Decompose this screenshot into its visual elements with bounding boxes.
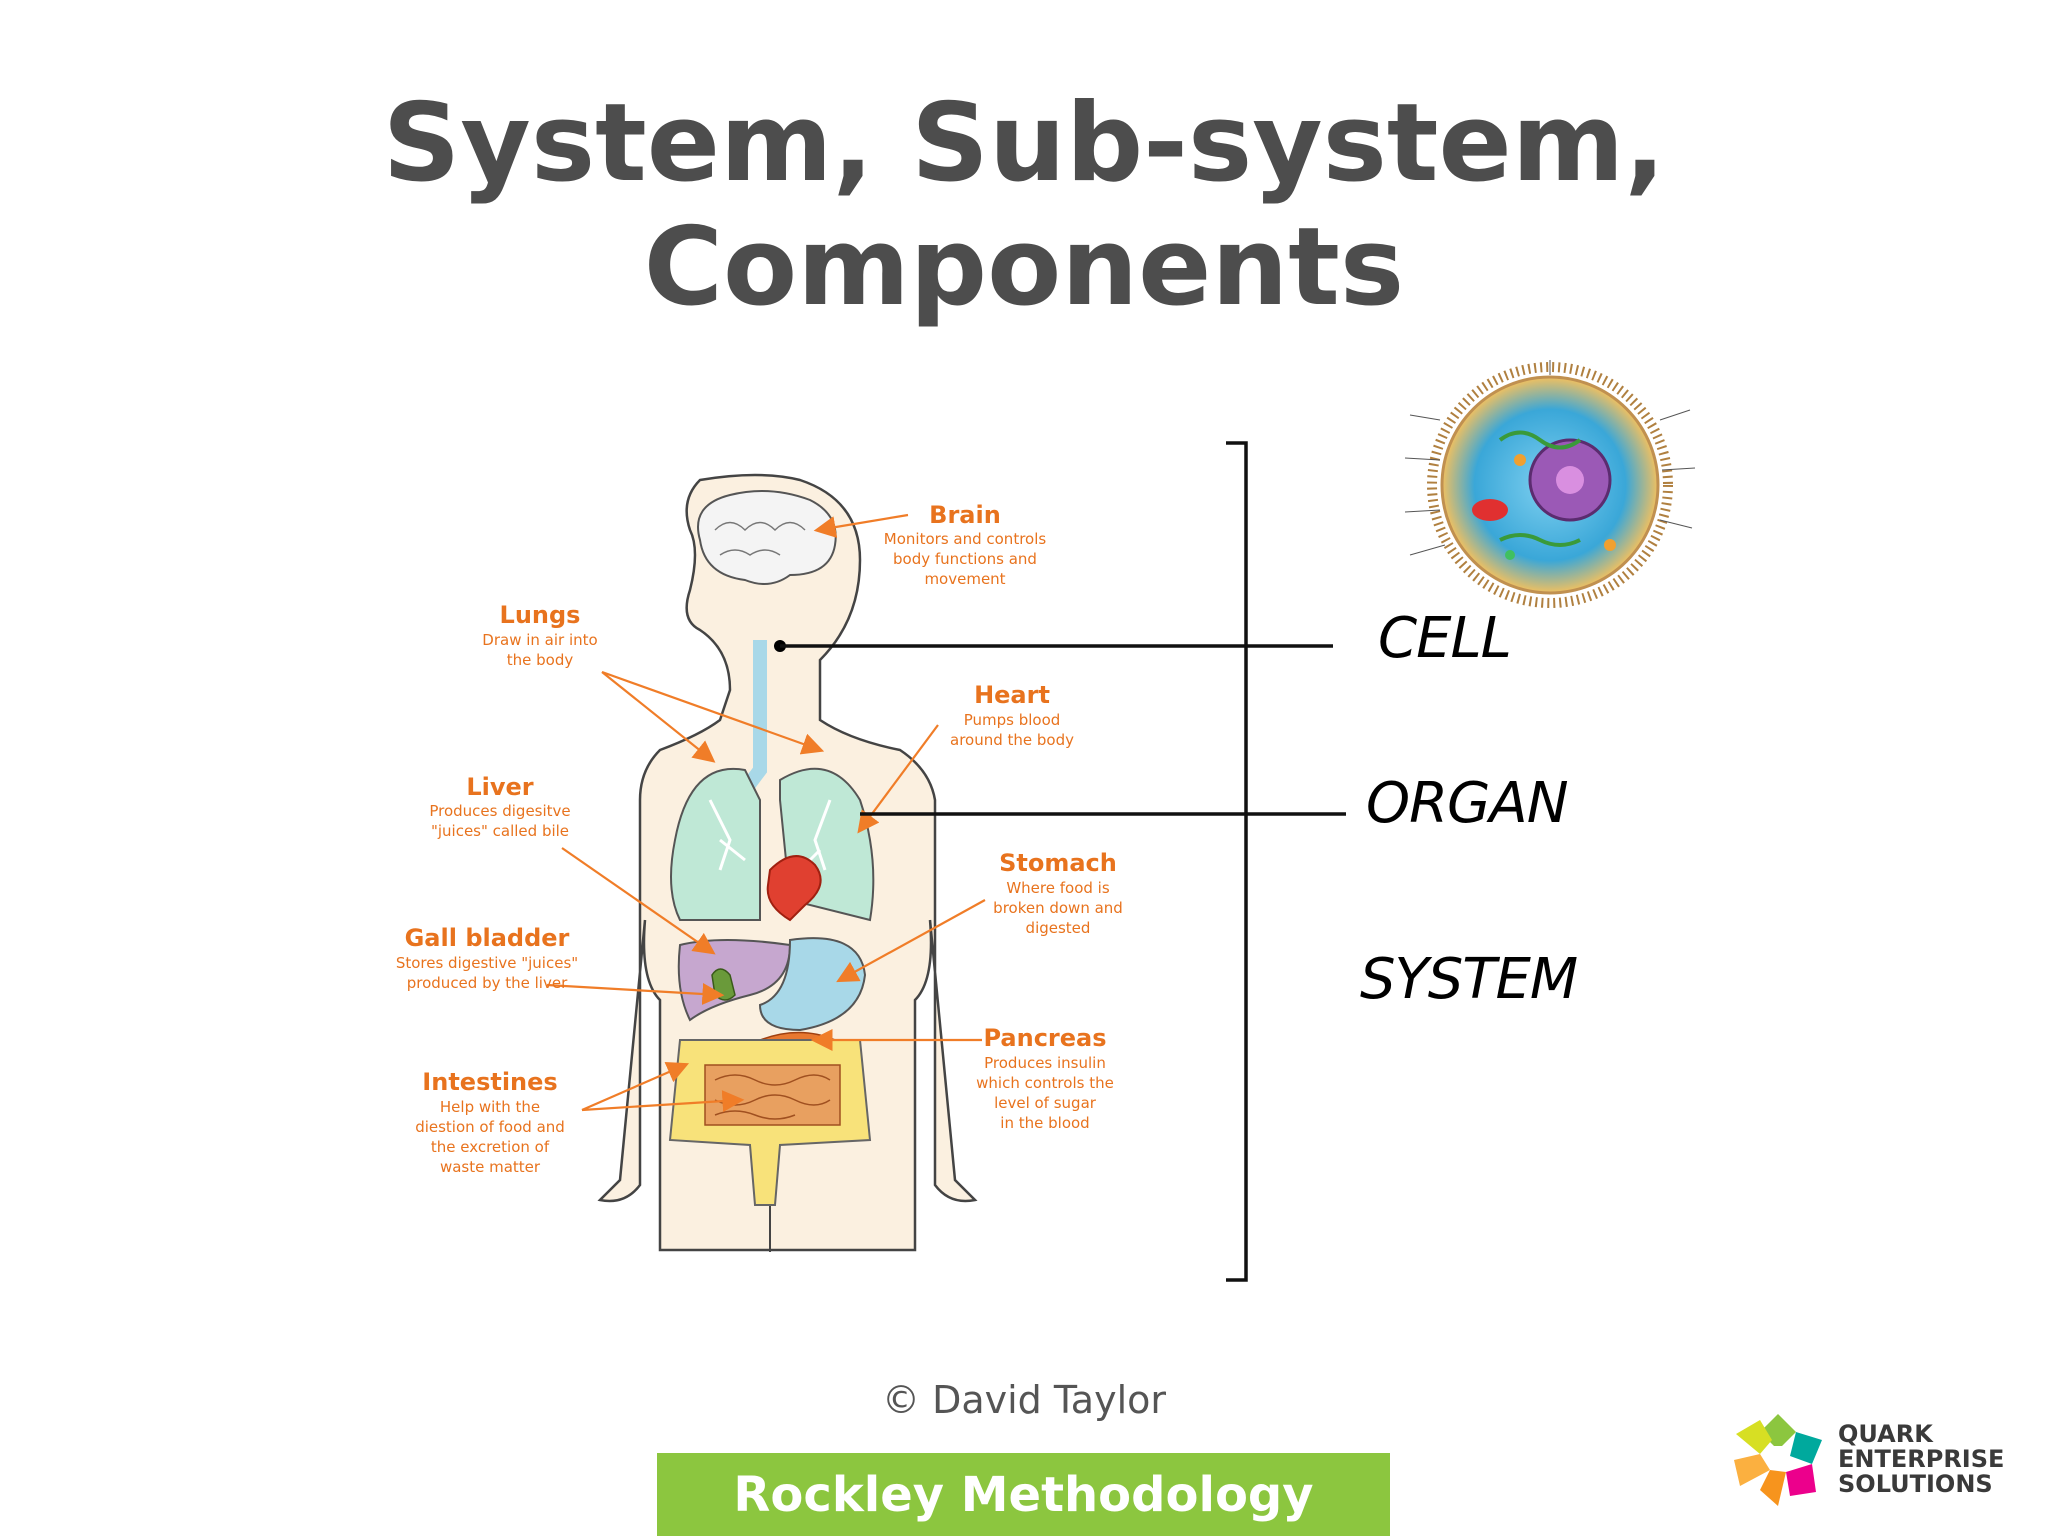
logo-line-1: QUARK	[1838, 1420, 1933, 1448]
heart-label: Heart	[974, 681, 1050, 709]
gall-bladder-desc-1: Stores digestive "juices"	[396, 954, 578, 972]
brain-desc-3: movement	[924, 570, 1005, 588]
slide-title-line-1: System, Sub-system,	[382, 81, 1666, 206]
copyright-text: © David Taylor	[882, 1378, 1166, 1422]
logo-wordmark: QUARK ENTERPRISE SOLUTIONS	[1838, 1422, 2004, 1497]
hierarchy-bracket	[780, 441, 1346, 1282]
intestines-desc-4: waste matter	[440, 1158, 541, 1176]
footer-banner: Rockley Methodology	[657, 1453, 1390, 1536]
quark-logo: QUARK ENTERPRISE SOLUTIONS	[1726, 1410, 2016, 1514]
logo-line-2: ENTERPRISE	[1838, 1445, 2005, 1473]
liver-desc-2: "juices" called bile	[431, 822, 569, 840]
lungs-label: Lungs	[500, 601, 581, 629]
gall-bladder-label: Gall bladder	[405, 924, 570, 952]
pancreas-label: Pancreas	[983, 1024, 1106, 1052]
brain-desc-1: Monitors and controls	[884, 530, 1047, 548]
stomach-organ	[758, 937, 867, 1032]
left-lung-organ	[670, 767, 761, 921]
intestines-desc-1: Help with the	[440, 1098, 540, 1116]
stomach-desc-2: broken down and	[993, 899, 1123, 917]
gall-bladder-desc-2: produced by the liver	[407, 974, 568, 992]
liver-desc-1: Produces digesitve	[429, 802, 570, 820]
system-level-label: SYSTEM	[1360, 947, 1577, 1012]
brain-organ	[697, 490, 837, 585]
liver-label: Liver	[466, 773, 533, 801]
lungs-desc-1: Draw in air into	[482, 631, 597, 649]
stomach-label: Stomach	[999, 849, 1117, 877]
lungs-desc-2: the body	[507, 651, 574, 669]
human-body-illustration	[597, 473, 978, 1252]
pancreas-desc-1: Produces insulin	[984, 1054, 1106, 1072]
organ-labels: Brain Monitors and controls body functio…	[396, 501, 1123, 1176]
cell-level-label: CELL	[1378, 606, 1511, 671]
pancreas-desc-3: level of sugar	[994, 1094, 1097, 1112]
logo-line-3: SOLUTIONS	[1838, 1470, 1993, 1498]
heart-desc-1: Pumps blood	[964, 711, 1061, 729]
intestines-desc-2: diestion of food and	[415, 1118, 565, 1136]
footer-label: Rockley Methodology	[733, 1466, 1314, 1523]
heart-desc-2: around the body	[950, 731, 1074, 749]
logo-mark-icon	[1734, 1414, 1822, 1506]
intestines-label: Intestines	[422, 1068, 557, 1096]
cell-illustration	[1404, 360, 1696, 608]
pancreas-desc-2: which controls the	[976, 1074, 1114, 1092]
slide-title-line-2: Components	[643, 205, 1405, 330]
intestines-desc-3: the excretion of	[431, 1138, 550, 1156]
heart-organ	[766, 855, 822, 922]
stomach-desc-3: digested	[1026, 919, 1091, 937]
stomach-desc-1: Where food is	[1006, 879, 1109, 897]
pancreas-desc-4: in the blood	[1000, 1114, 1089, 1132]
slide-title: System, Sub-system, Components	[0, 82, 2048, 330]
brain-label: Brain	[929, 501, 1001, 529]
organ-level-label: ORGAN	[1366, 771, 1568, 836]
brain-desc-2: body functions and	[893, 550, 1037, 568]
